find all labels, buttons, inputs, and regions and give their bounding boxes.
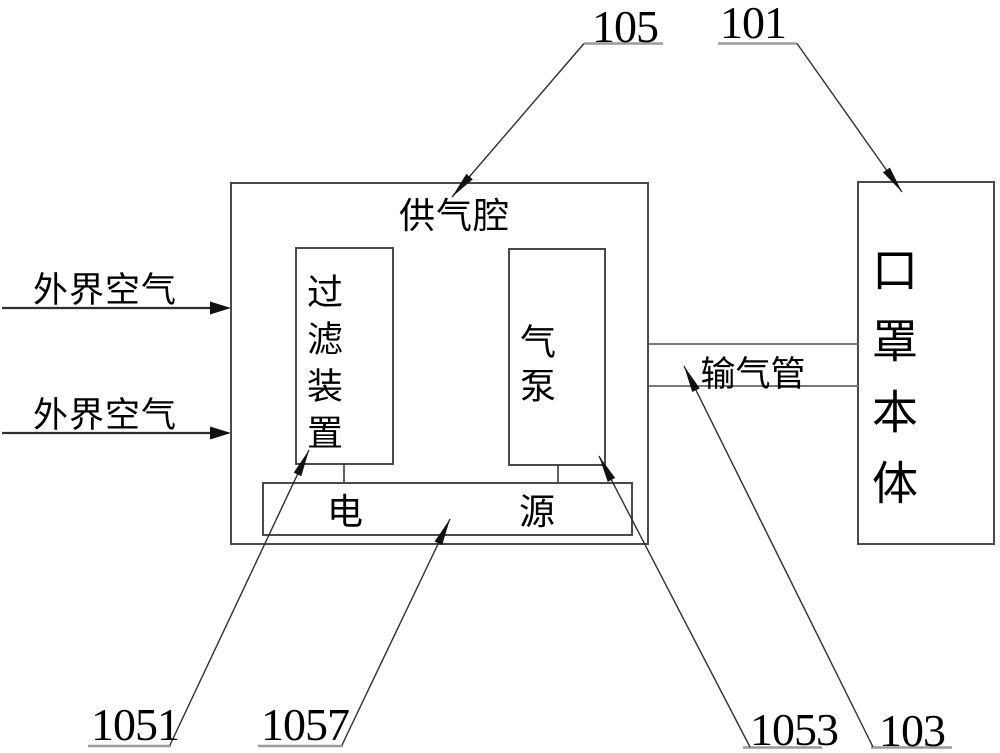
ref-numeral-1053: 1053 — [750, 704, 839, 753]
leader-101-to-mask — [796, 43, 903, 193]
outside-air-label-bottom: 外界空气 — [33, 396, 178, 435]
ref-numeral-101: 101 — [720, 0, 787, 48]
leader-1053-to-pump — [598, 455, 751, 748]
air-arrow-bottom-head — [210, 426, 231, 440]
supply-chamber-label: 供气腔 — [399, 196, 511, 236]
air-arrow-top-head — [210, 301, 231, 315]
outside-air-label-top: 外界空气 — [33, 271, 178, 310]
mask-body-label-wrap: 口罩本体 — [858, 182, 994, 544]
air-pump-label-wrap: 气泵 — [509, 249, 605, 465]
ref-numeral-1051: 1051 — [91, 699, 180, 750]
ref-numeral-103: 103 — [879, 705, 946, 753]
ref-numeral-105: 105 — [592, 1, 659, 52]
air-pump-label: 气泵 — [515, 323, 555, 411]
leader-105-to-chamber — [451, 43, 585, 198]
air-tube-label: 输气管 — [700, 355, 806, 394]
mask-body-box — [857, 181, 995, 545]
power-supply-label: 电 源 — [263, 483, 632, 535]
ref-numeral-1057: 1057 — [261, 699, 350, 750]
air-pump-box — [508, 248, 606, 466]
leader-1057-to-power — [341, 518, 451, 746]
leader-1051-to-filter — [169, 449, 310, 746]
filter-device-label: 过滤装置 — [302, 273, 342, 461]
leader-103-to-tube — [683, 365, 874, 748]
power-supply-label-right: 源 — [518, 492, 555, 532]
power-supply-label-left: 电 — [327, 492, 364, 532]
mask-body-label: 口罩本体 — [866, 246, 917, 530]
filter-device-label-wrap: 过滤装置 — [296, 248, 393, 464]
